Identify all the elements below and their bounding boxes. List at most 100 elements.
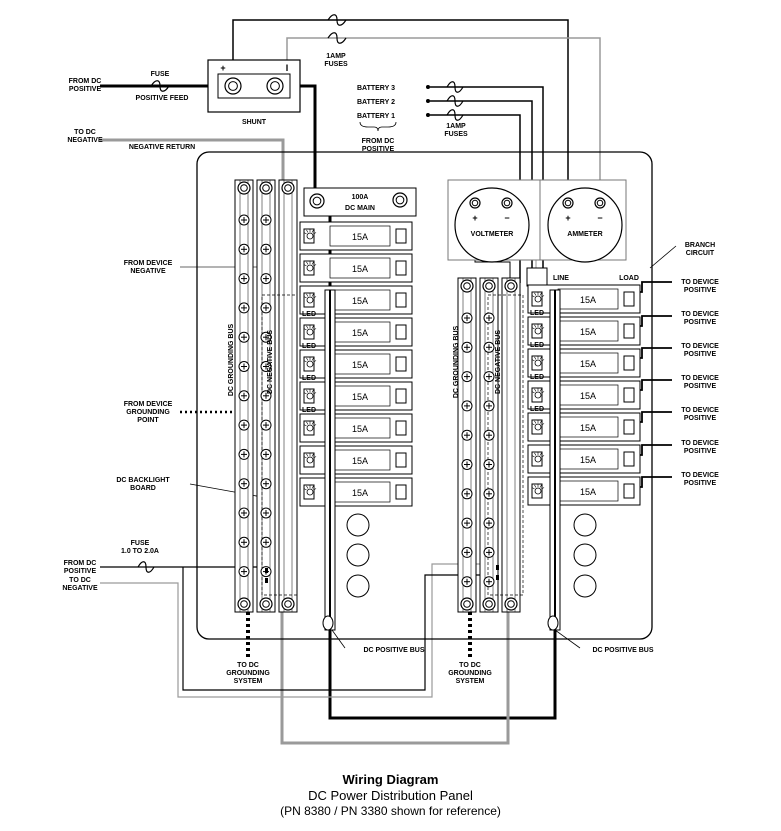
battery-terminal-dot [426, 85, 430, 89]
led-icon [306, 328, 314, 336]
bus-end-terminal [463, 600, 471, 608]
load-wire-5 [636, 411, 672, 423]
fuse-icon [446, 81, 464, 93]
fuse-icon [137, 561, 155, 573]
led-ray [539, 484, 542, 488]
led-icon [534, 455, 542, 463]
ammeter-plus-terminal [564, 199, 572, 207]
bus-end-terminal [281, 597, 295, 611]
from-dc-positive-label: POSITIVE [69, 86, 102, 93]
bus-end-terminal [507, 600, 515, 608]
led-ray [303, 456, 307, 459]
diagram-note: (PN 8380 / PN 3380 shown for reference) [280, 804, 501, 818]
from-dc-positive-batt-label: FROM DC [362, 138, 395, 145]
breaker-rating: 15A [580, 295, 596, 305]
ammeter-minus-terminal [596, 199, 604, 207]
to-device-positive-label: TO DEVICE [681, 343, 719, 350]
led-ray [311, 421, 314, 425]
bus-end-terminal [485, 600, 493, 608]
dc-negative-bus-label: DC NEGATIVE BUS [495, 330, 502, 394]
led-ray [541, 359, 545, 362]
led-ray [313, 296, 317, 299]
led-ray [311, 229, 314, 233]
led-ray [311, 261, 314, 265]
branch-circuit-label: BRANCH [685, 242, 715, 249]
bus-end-terminal [504, 597, 518, 611]
fuse-bottom-label: FUSE [131, 540, 150, 547]
knockout-hole [573, 574, 597, 598]
from-dc-positive-bottom-label: FROM DC [64, 560, 97, 567]
to-device-positive-label: POSITIVE [684, 383, 717, 390]
bus-end-terminal [240, 184, 248, 192]
led-ray [306, 453, 309, 457]
to-dc-grounding-left-label: SYSTEM [234, 678, 263, 685]
led-ray [534, 292, 537, 296]
positive-bus-link-wire [328, 630, 557, 720]
voltmeter-label: VOLTMETER [471, 231, 514, 238]
breaker-left-6-load-terminal [395, 388, 407, 404]
led-icon [534, 295, 542, 303]
to-device-positive-label: POSITIVE [684, 480, 717, 487]
bus-end-terminal [507, 282, 515, 290]
fuse-icon [446, 95, 464, 107]
led-ray [541, 295, 545, 298]
led-ray [539, 292, 542, 296]
from-dc-positive-bottom-label: POSITIVE [64, 568, 97, 575]
led-ray [541, 327, 545, 330]
panel-outline [196, 151, 653, 640]
led-ray [303, 232, 307, 235]
led-ray [539, 420, 542, 424]
dc-grounding-bus-right [457, 277, 477, 613]
shunt-minus-terminal [266, 77, 284, 95]
breaker-rating: 15A [352, 392, 368, 402]
led-ray [306, 357, 309, 361]
backlight-fuse-marker [265, 568, 268, 573]
load-wire-7 [636, 476, 672, 488]
breaker-right-3-load-terminal [623, 355, 635, 371]
battery-terminal-dot [426, 113, 430, 117]
from-device-negative-label: FROM DEVICE [124, 260, 173, 267]
main-breaker-label: 100A [352, 194, 369, 201]
brace-icon [359, 121, 397, 132]
led-icon [534, 327, 542, 335]
led-ray [303, 296, 307, 299]
breaker-rating: 15A [352, 232, 368, 242]
ammeter-minus-wire [286, 37, 601, 195]
to-dc-negative-label: TO DC [74, 129, 96, 136]
battery-terminal-dot [426, 99, 430, 103]
led-icon [306, 488, 314, 496]
bus-end-terminal [485, 282, 493, 290]
led-ray [313, 328, 317, 331]
negative-return-wire [100, 138, 285, 180]
led-icon [306, 456, 314, 464]
load-wire-4 [636, 379, 672, 391]
led-ray [313, 392, 317, 395]
amp-fuses-label: 1AMP [326, 53, 346, 60]
backlight-fuse-marker [496, 565, 499, 570]
led-ray [531, 423, 535, 426]
voltmeter-plus-terminal [471, 199, 479, 207]
to-device-positive-label: TO DEVICE [681, 375, 719, 382]
dc-backlight-label: DC BACKLIGHT [116, 477, 170, 484]
main-breaker-terminal [309, 193, 325, 209]
from-device-grounding-label: FROM DEVICE [124, 401, 173, 408]
breaker-left-3-load-terminal [395, 292, 407, 308]
backlight-board-left [261, 294, 298, 596]
to-device-positive-label: POSITIVE [684, 415, 717, 422]
branch-circuit-label: CIRCUIT [686, 250, 715, 257]
led-icon [534, 423, 542, 431]
led-ray [531, 295, 535, 298]
to-dc-grounding-left-label: TO DC [237, 662, 259, 669]
bus-end-terminal [259, 597, 273, 611]
led-ray [534, 484, 537, 488]
fuse-icon [150, 80, 170, 92]
led-label: LED [302, 311, 316, 318]
voltmeter-plus-terminal [469, 197, 481, 209]
line-label: LINE [553, 275, 569, 282]
to-dc-grounding-left-label: GROUNDING [226, 670, 270, 677]
voltmeter-minus-terminal [501, 197, 513, 209]
to-dc-grounding-right-label: GROUNDING [448, 670, 492, 677]
meter-minus-label: − [597, 213, 602, 223]
breaker-right-5-load-terminal [623, 419, 635, 435]
